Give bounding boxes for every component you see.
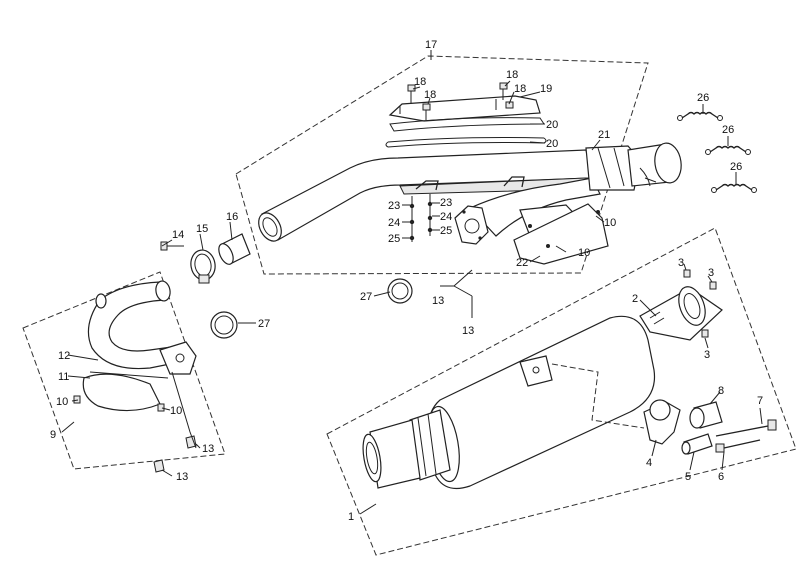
group-9-boundary bbox=[22, 271, 226, 470]
callout-3a: 3 bbox=[678, 257, 684, 269]
spring-26-bottom bbox=[711, 183, 757, 193]
callout-13b: 13 bbox=[462, 325, 474, 337]
callout-10a: 10 bbox=[56, 396, 68, 408]
end-cap-2 bbox=[639, 286, 723, 341]
callout-3c: 3 bbox=[704, 349, 710, 361]
nut-13-lower bbox=[153, 459, 165, 473]
callout-2: 2 bbox=[632, 293, 638, 305]
callout-10d: 10 bbox=[578, 247, 590, 259]
front-exhaust-pipe bbox=[87, 280, 197, 375]
group-17-boundary bbox=[235, 55, 649, 275]
callout-18d: 18 bbox=[514, 83, 526, 95]
callout-3b: 3 bbox=[708, 267, 714, 279]
callout-15: 15 bbox=[196, 223, 208, 235]
callout-13a: 13 bbox=[432, 295, 444, 307]
callout-11: 11 bbox=[58, 371, 69, 383]
clamp-15 bbox=[190, 249, 216, 284]
screw-3a bbox=[683, 269, 691, 278]
gasket-ring-27-mid bbox=[387, 278, 413, 304]
callout-17: 17 bbox=[425, 39, 437, 51]
bolt-14 bbox=[160, 241, 184, 251]
nut-13-upper bbox=[185, 435, 197, 449]
callout-25b: 25 bbox=[440, 225, 452, 237]
spring-26-mid bbox=[705, 145, 751, 155]
callout-26b: 26 bbox=[722, 124, 734, 136]
bolt-7 bbox=[715, 419, 777, 437]
callout-13c: 13 bbox=[202, 443, 214, 455]
bolt-6 bbox=[715, 439, 761, 453]
collar-5 bbox=[681, 433, 713, 455]
callout-labels: 1 2 3 3 3 4 5 6 7 8 9 10 10 10 10 11 12 … bbox=[50, 39, 763, 523]
callout-20b: 20 bbox=[546, 138, 558, 150]
gasket-16 bbox=[218, 233, 251, 265]
flange-gasket-plate bbox=[454, 205, 489, 245]
callout-27b: 27 bbox=[258, 318, 270, 330]
callout-4: 4 bbox=[646, 457, 652, 469]
callout-9: 9 bbox=[50, 429, 56, 441]
gasket-ring-27-left bbox=[210, 311, 238, 339]
heat-shield-band bbox=[385, 137, 547, 148]
callout-16: 16 bbox=[226, 211, 238, 223]
callout-10c: 10 bbox=[604, 217, 616, 229]
callout-20a: 20 bbox=[546, 119, 558, 131]
washer-stack-left bbox=[409, 196, 415, 242]
callout-26a: 26 bbox=[697, 92, 709, 104]
callout-26c: 26 bbox=[730, 161, 742, 173]
callout-18c: 18 bbox=[506, 69, 518, 81]
heat-shield-lower bbox=[513, 203, 609, 265]
callout-14: 14 bbox=[172, 229, 184, 241]
pipe-guard bbox=[82, 371, 169, 412]
callout-19: 19 bbox=[540, 83, 552, 95]
callout-18b: 18 bbox=[424, 89, 436, 101]
washer-stack-right bbox=[427, 194, 433, 236]
bolt-18-mid bbox=[422, 103, 431, 120]
callout-18a: 18 bbox=[414, 76, 426, 88]
callout-8: 8 bbox=[718, 385, 724, 397]
callout-23b: 23 bbox=[440, 197, 452, 209]
bolt-10-right bbox=[157, 403, 165, 412]
screw-3c bbox=[701, 329, 709, 338]
callout-24a: 24 bbox=[388, 217, 400, 229]
muffler-bracket-4 bbox=[643, 399, 681, 445]
heat-shield-upper bbox=[388, 95, 545, 132]
callout-12: 12 bbox=[58, 350, 70, 362]
callout-10b: 10 bbox=[170, 405, 182, 417]
callout-1: 1 bbox=[348, 511, 354, 523]
callout-22: 22 bbox=[516, 257, 528, 269]
callout-5: 5 bbox=[685, 471, 691, 483]
screw-3b bbox=[709, 281, 717, 290]
callout-21: 21 bbox=[598, 129, 610, 141]
muffler-body bbox=[362, 315, 656, 490]
spring-26-top bbox=[677, 111, 723, 121]
leader-lines bbox=[61, 50, 763, 515]
callout-25a: 25 bbox=[388, 233, 400, 245]
callout-23a: 23 bbox=[388, 200, 400, 212]
callout-24b: 24 bbox=[440, 211, 452, 223]
callout-7: 7 bbox=[757, 395, 763, 407]
callout-6: 6 bbox=[718, 471, 724, 483]
group-1-boundary bbox=[326, 227, 797, 556]
rubber-8 bbox=[689, 401, 723, 429]
bolt-10-left bbox=[73, 395, 81, 404]
header-pipe bbox=[258, 142, 682, 242]
callout-13d: 13 bbox=[176, 471, 188, 483]
callout-27a: 27 bbox=[360, 291, 372, 303]
